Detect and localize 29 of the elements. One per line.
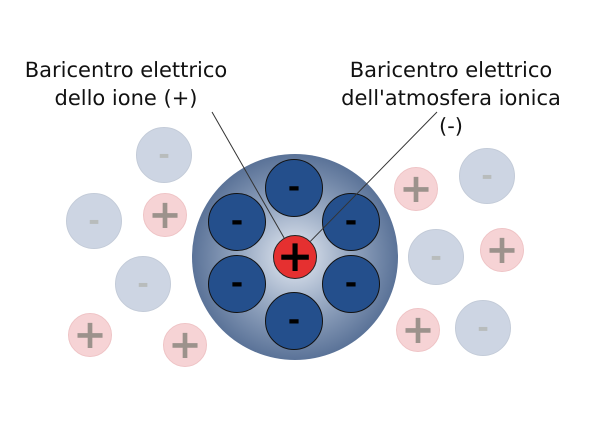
charge-sign: - <box>344 207 358 237</box>
leader-line <box>310 112 438 242</box>
anion-circle <box>208 255 266 313</box>
charge-sign: + <box>401 310 435 350</box>
callout-label: Baricentro elettrico dello ione (+) <box>8 56 244 112</box>
anion-circle <box>265 159 323 217</box>
charge-sign: + <box>276 235 314 279</box>
anion-circle <box>322 255 380 313</box>
charge-sign: + <box>148 195 182 235</box>
charge-sign: - <box>230 269 244 299</box>
charge-sign: - <box>288 173 300 203</box>
anion-circle <box>265 292 323 350</box>
charge-sign: - <box>230 207 244 237</box>
charge-sign: + <box>73 315 107 355</box>
charge-sign: + <box>399 169 433 209</box>
leader-line <box>212 112 285 238</box>
charge-sign: + <box>168 325 202 365</box>
anion-circle <box>322 193 380 251</box>
charge-sign: + <box>485 230 519 270</box>
charge-sign: - <box>158 141 170 169</box>
anion-circle <box>208 193 266 251</box>
charge-sign: - <box>88 207 100 235</box>
charge-sign: - <box>481 162 493 190</box>
charge-sign: - <box>430 243 442 271</box>
charge-sign: - <box>137 270 149 298</box>
charge-sign: - <box>288 306 300 336</box>
callout-label: Baricentro elettrico dell'atmosfera ionica (-) <box>333 56 569 140</box>
charge-sign: - <box>344 269 358 299</box>
charge-sign: - <box>477 314 489 342</box>
